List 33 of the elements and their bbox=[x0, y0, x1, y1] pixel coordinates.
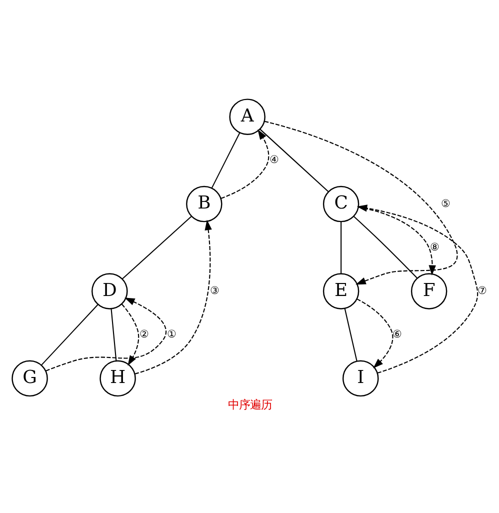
node-circle: F bbox=[410, 272, 447, 309]
arrow bbox=[220, 128, 269, 198]
arrow bbox=[134, 219, 212, 374]
edge-label: ⑦ bbox=[476, 284, 487, 296]
node-circle: C bbox=[322, 185, 359, 222]
arrow bbox=[121, 303, 139, 366]
connector bbox=[340, 221, 342, 274]
arrow bbox=[45, 297, 166, 371]
arrow bbox=[264, 120, 457, 284]
node-circle: H bbox=[99, 360, 136, 396]
node-circle: D bbox=[91, 272, 128, 309]
connector bbox=[344, 308, 357, 361]
node-circle: B bbox=[186, 185, 222, 222]
edge-label: ⑧ bbox=[430, 240, 440, 253]
connector bbox=[122, 216, 192, 279]
connector bbox=[210, 132, 240, 188]
edge-label: ② bbox=[138, 328, 149, 340]
caption: 中序遍历 bbox=[228, 396, 272, 411]
node-circle: G bbox=[11, 360, 48, 396]
node-circle: E bbox=[322, 272, 359, 309]
connector bbox=[352, 216, 417, 278]
arrow bbox=[356, 298, 393, 368]
edge-label: ③ bbox=[210, 284, 220, 296]
edge-label: ④ bbox=[269, 154, 280, 166]
edge-label: ⑥ bbox=[392, 328, 402, 340]
connector bbox=[259, 128, 328, 192]
node-circle: A bbox=[228, 98, 265, 134]
arrow bbox=[356, 204, 478, 374]
connector bbox=[110, 308, 116, 360]
connector bbox=[40, 304, 98, 366]
edge-label: ⑤ bbox=[440, 197, 450, 210]
node-circle: I bbox=[342, 360, 378, 396]
edge-label: ① bbox=[166, 328, 176, 340]
